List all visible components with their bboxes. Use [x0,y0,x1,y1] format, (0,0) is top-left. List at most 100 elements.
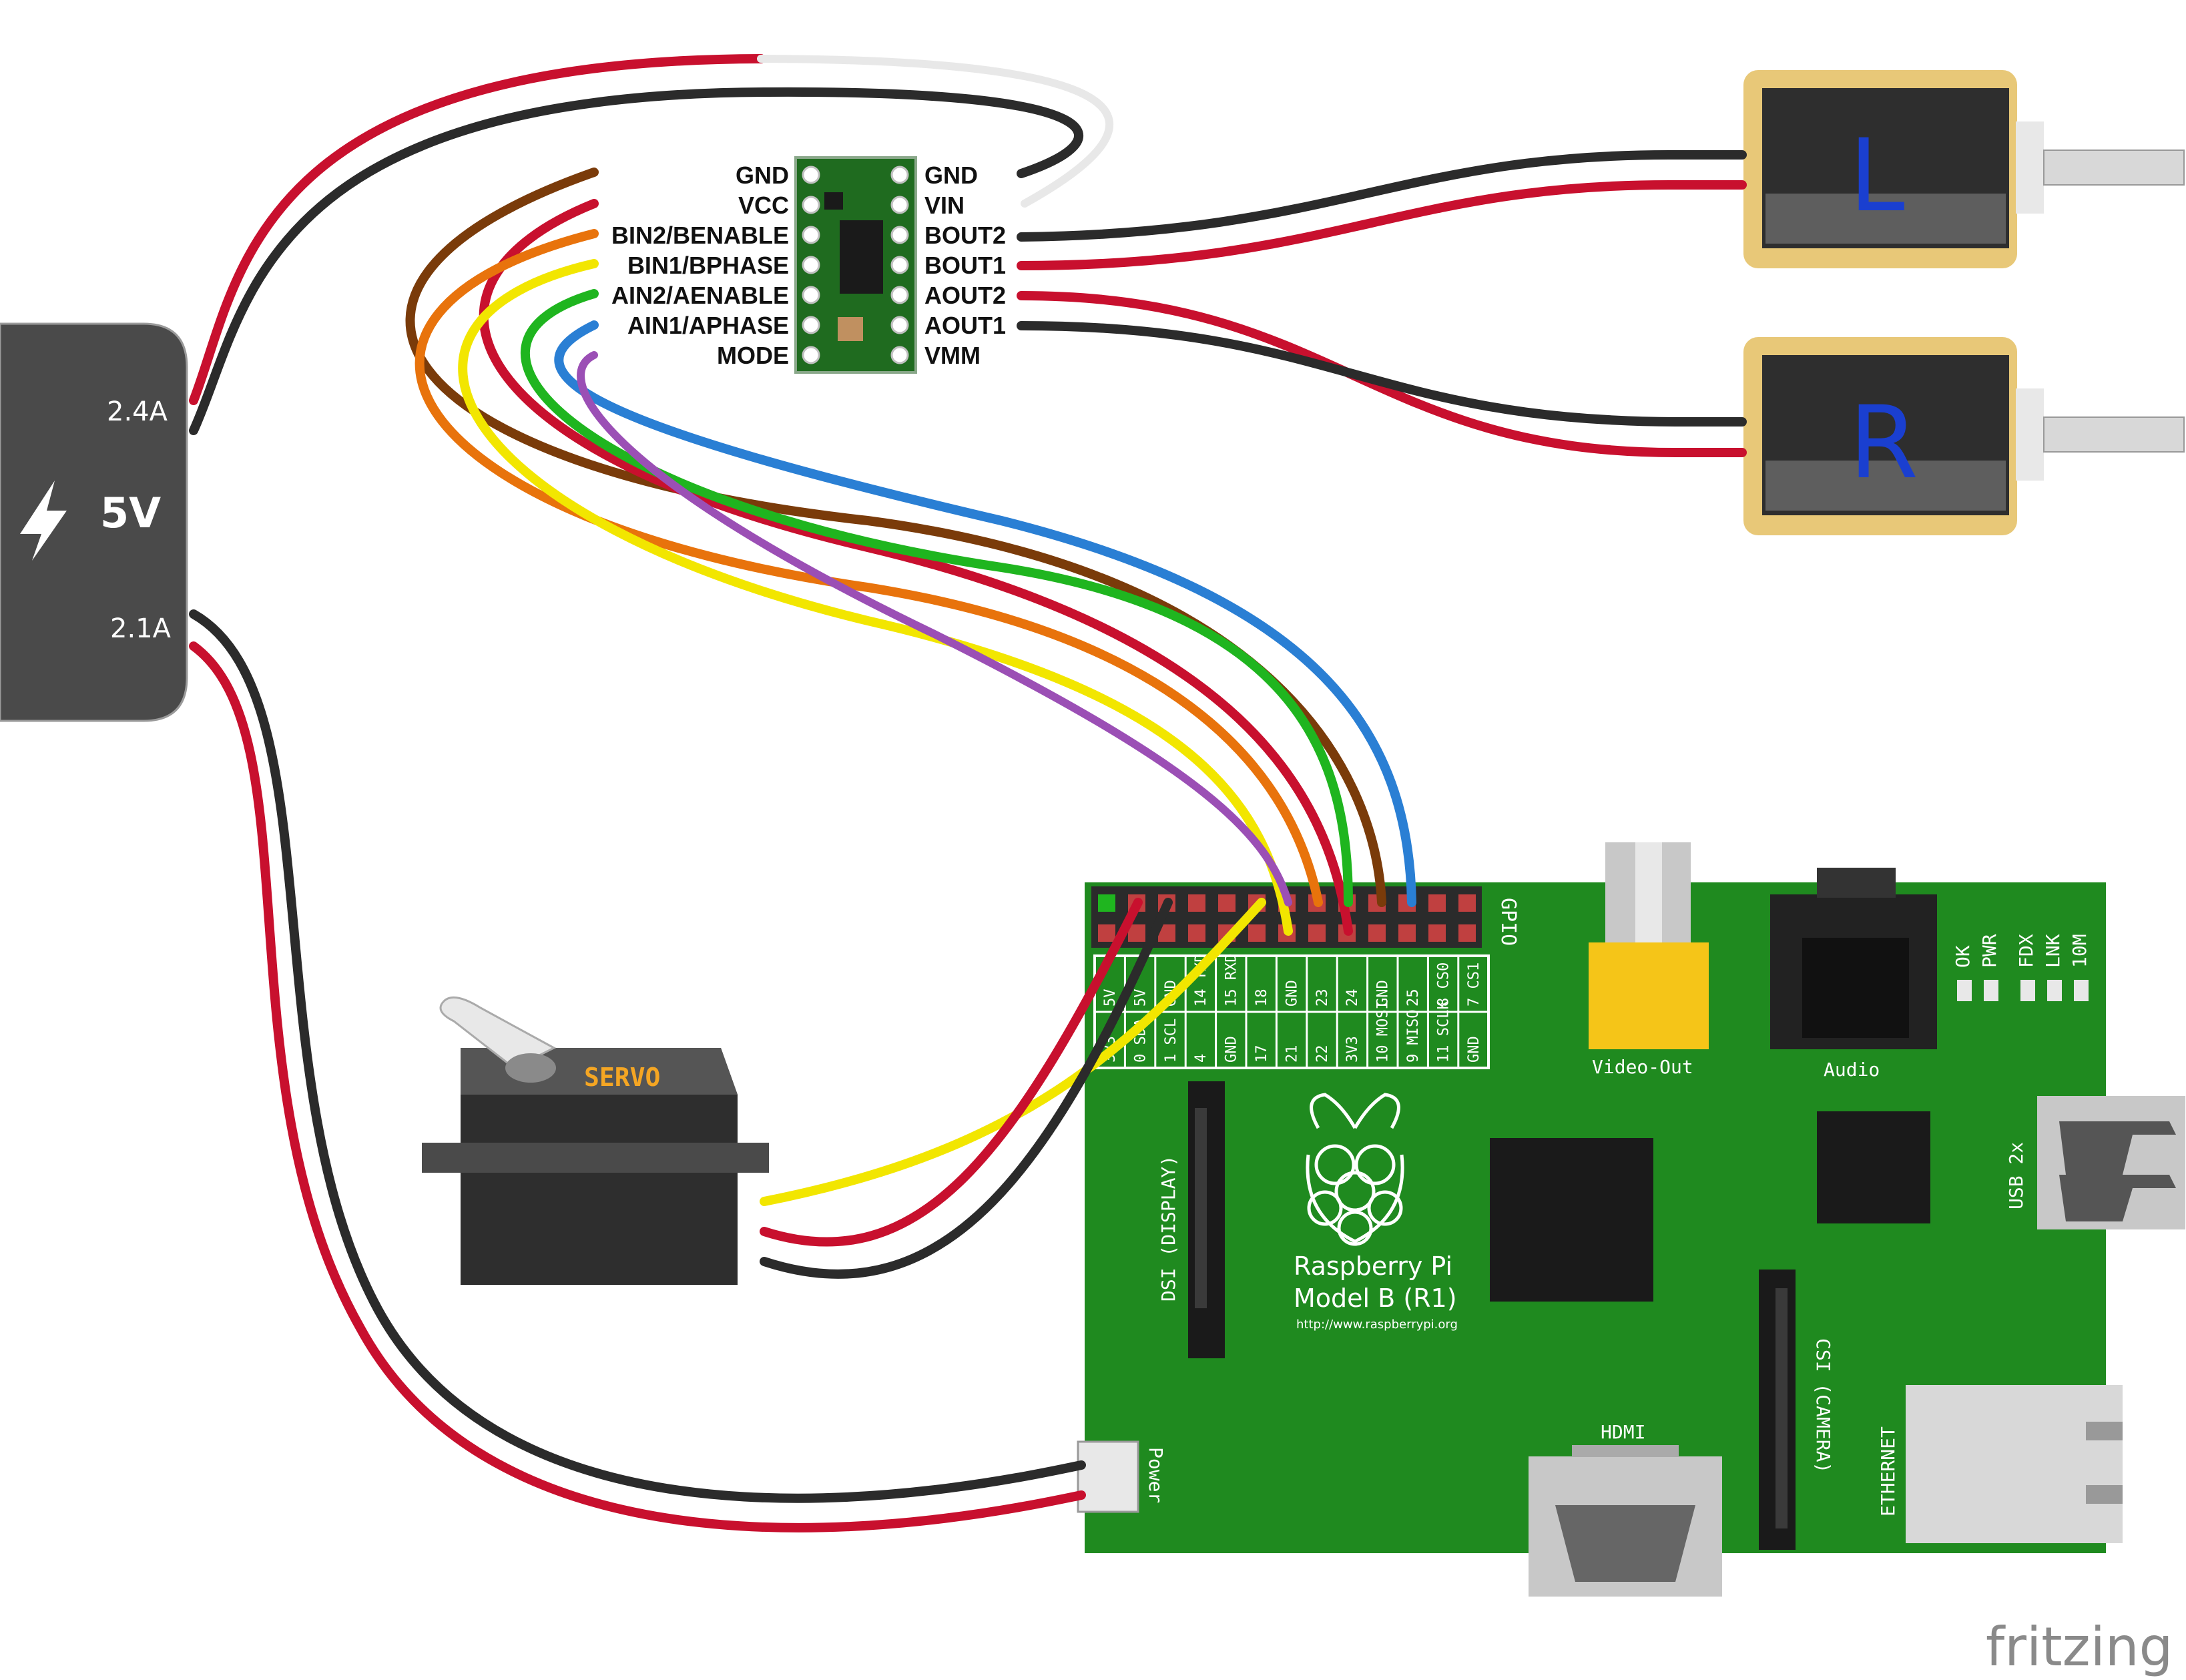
gpio-pin[interactable] [1188,924,1205,942]
wires [189,54,1747,1532]
ethernet-connector[interactable] [1906,1385,2123,1543]
gpio-pin-label: 24 [1344,989,1361,1007]
gpio-pin[interactable] [1428,924,1446,942]
wire-psu-white-top[interactable] [757,55,1114,208]
led-indicator [2074,980,2089,1001]
wire-bout2-black[interactable] [1017,150,1747,242]
raspberry-logo-icon [1306,1093,1404,1246]
gpio-pin[interactable] [1308,924,1326,942]
gpio-pin-label: 3V3 [1344,1036,1361,1063]
gpio-pin-label: 5V [1132,989,1149,1007]
driver-right-pin-label: AOUT2 [924,282,1006,309]
driver-pin[interactable] [802,226,820,244]
gpio-pin-label: GND [1375,980,1392,1007]
pi-name-line2: Model B (R1) [1294,1284,1457,1313]
driver-pin[interactable] [802,316,820,334]
soc-chip [1490,1138,1653,1302]
ethernet-label: ETHERNET [1877,1426,1899,1516]
lan-chip [1817,1111,1930,1223]
gpio-pin-label: 1 SCL [1163,1019,1179,1063]
gpio-pin[interactable] [1428,894,1446,912]
csi-label: CSI (CAMERA) [1812,1338,1834,1473]
wire-yellow[interactable] [458,259,1293,936]
power-label: Power [1145,1447,1167,1503]
video-out-connector[interactable] [1589,942,1709,1049]
gpio-pin[interactable] [1248,924,1266,942]
driver-pin[interactable] [802,346,820,364]
driver-left-pin-label: MODE [717,342,789,369]
wire-psu-black-top[interactable] [189,87,1083,435]
pi-name-line1: Raspberry Pi [1294,1251,1452,1281]
servo-label: SERVO [584,1063,660,1092]
gpio-pin-label: 22 [1314,1045,1331,1063]
wire-aout1-black[interactable] [1017,321,1747,427]
gpio-pin-label: GND [1284,980,1300,1007]
driver-right-pin-label: GND [924,162,978,189]
gpio-pin-label: 15 RXD [1223,954,1240,1007]
driver-pin[interactable] [802,286,820,304]
gpio-pin-label: 9 MISO [1405,1010,1422,1063]
usb-label: USB 2x [2005,1142,2027,1209]
driver-right-pin-label: VIN [924,192,965,219]
solenoid-left: L [1743,70,2185,268]
wire-green[interactable] [521,289,1353,907]
power-connector[interactable] [1077,1440,1139,1513]
driver-pin[interactable] [890,286,909,304]
gpio-pin-label: 8 CS0 [1435,962,1452,1007]
wire-orange[interactable] [415,229,1323,907]
gpio-pin-label: 5V [1102,989,1119,1007]
servo-motor: SERVO [422,996,769,1285]
video-out-label: Video-Out [1592,1056,1693,1078]
wire-servo-yellow[interactable] [760,898,1266,1206]
wire-brown[interactable] [405,168,1386,907]
gpio-pin-label: 25 [1405,989,1422,1007]
wire-blue[interactable] [554,320,1416,907]
gpio-pin[interactable] [1368,924,1386,942]
wire-aout2-red[interactable] [1017,291,1747,457]
gpio-pin[interactable] [1458,894,1476,912]
led-label: PWR [1978,934,2000,968]
pi-url: http://www.raspberrypi.org [1296,1318,1458,1332]
driver-pin[interactable] [802,166,820,184]
wire-psu-red-top[interactable] [189,54,766,405]
driver-pin[interactable] [890,226,909,244]
wire-red-signal[interactable] [479,199,1353,936]
gpio-pin[interactable] [1398,924,1416,942]
solenoid-right-label: R [1849,385,1918,501]
wire-servo-black[interactable] [760,898,1173,1279]
power-supply: 5V 2.4A 2.1A [0,322,188,722]
driver-pin[interactable] [802,256,820,274]
wire-servo-red[interactable] [760,898,1143,1247]
gpio-pin[interactable] [1098,894,1115,912]
gpio-pin[interactable] [1128,924,1145,942]
driver-pin[interactable] [890,166,909,184]
gpio-label: GPIO [1496,898,1520,946]
gpio-pin-label: 18 [1254,989,1270,1007]
hdmi-label: HDMI [1601,1421,1645,1443]
gpio-pin[interactable] [1218,894,1236,912]
power-port-top: 2.4A [107,396,168,427]
wire-purple[interactable] [577,351,1292,906]
driver-left-pin-label: GND [736,162,789,189]
led-indicator [2020,980,2035,1001]
driver-pin[interactable] [890,316,909,334]
driver-pin[interactable] [890,196,909,214]
driver-left-pin-label: AIN2/AENABLE [611,282,789,309]
dsi-label: DSI (DISPLAY) [1157,1155,1179,1302]
driver-pin[interactable] [802,196,820,214]
power-voltage: 5V [100,489,161,537]
gpio-pin[interactable] [1188,894,1205,912]
driver-pin[interactable] [890,256,909,274]
wire-bout1-red[interactable] [1017,180,1747,270]
driver-pin[interactable] [890,346,909,364]
led-indicator [1984,980,1998,1001]
wire-psu-red-bottom[interactable] [189,641,1086,1532]
gpio-pin[interactable] [1098,924,1115,942]
gpio-pin[interactable] [1458,924,1476,942]
driver-left-pin-label: BIN1/BPHASE [627,252,789,279]
wire-psu-black-bottom[interactable] [189,609,1086,1503]
